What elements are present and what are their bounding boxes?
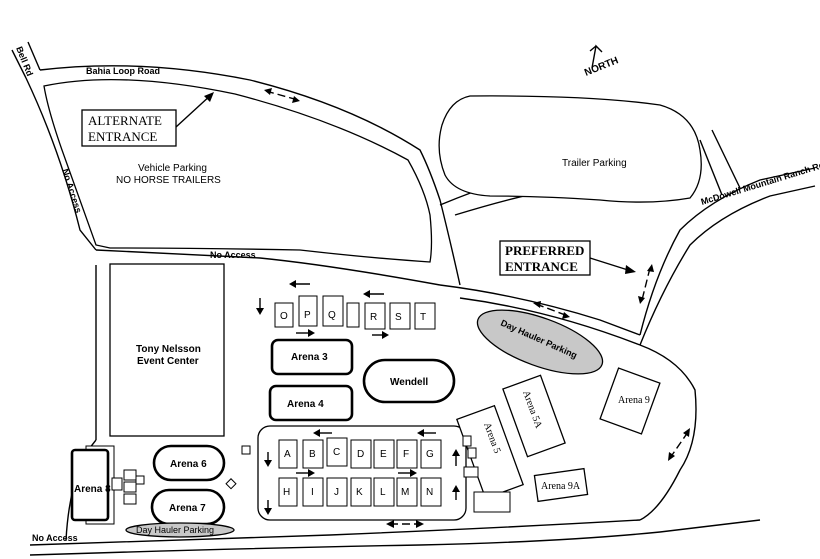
small-structure	[241, 445, 251, 455]
stall-m[interactable]	[396, 477, 418, 507]
alternate-entrance-callout: ALTERNATE ENTRANCE	[81, 92, 214, 147]
svg-text:N: N	[426, 487, 433, 498]
two-way-arrow	[638, 264, 654, 304]
svg-text:Arena 4: Arena 4	[287, 399, 324, 410]
event-center-subtitle: Event Center	[137, 356, 199, 367]
stall-j[interactable]	[326, 477, 348, 507]
no-access-bottom-label: No Access	[32, 533, 78, 543]
svg-text:B: B	[309, 449, 316, 460]
svg-text:Arena 9: Arena 9	[618, 395, 650, 406]
stall-n[interactable]	[420, 477, 442, 507]
preferred-entrance-callout: PREFERRED ENTRANCE	[499, 240, 636, 276]
north-compass: NORTH	[583, 44, 620, 79]
svg-text:M: M	[401, 487, 409, 498]
trailer-parking-label: Trailer Parking	[562, 158, 627, 169]
stall-p[interactable]	[298, 295, 318, 327]
stall-c[interactable]	[326, 437, 348, 467]
svg-text:O: O	[280, 311, 288, 322]
arena-9a[interactable]	[533, 467, 589, 503]
svg-text:A: A	[284, 449, 291, 460]
day-hauler-parking-small-label: Day Hauler Parking	[136, 525, 214, 535]
flow-arrows-bottom	[264, 429, 460, 515]
arena-8-annex	[111, 469, 145, 505]
arena-5[interactable]	[456, 404, 524, 500]
svg-text:D: D	[357, 449, 364, 460]
svg-text:Arena 3: Arena 3	[291, 352, 328, 363]
stall-q[interactable]	[322, 295, 344, 327]
storage-building	[473, 491, 511, 513]
svg-text:Arena 7: Arena 7	[169, 503, 206, 514]
svg-text:Arena 6: Arena 6	[170, 459, 207, 470]
svg-text:G: G	[426, 449, 434, 460]
wendell-label: Wendell	[390, 377, 428, 388]
svg-text:C: C	[333, 447, 340, 458]
flow-arrows-top	[256, 280, 389, 339]
two-way-arrow	[264, 88, 300, 103]
stall-e[interactable]	[373, 439, 395, 469]
svg-text:I: I	[311, 487, 314, 498]
arena-3[interactable]	[270, 338, 354, 376]
svg-text:P: P	[304, 310, 311, 321]
arena-6[interactable]	[152, 444, 226, 482]
svg-text:F: F	[403, 449, 409, 460]
stall-l[interactable]	[373, 477, 395, 507]
arena-4[interactable]	[268, 384, 354, 422]
event-center	[109, 263, 225, 437]
svg-text:R: R	[370, 312, 377, 323]
small-structure	[467, 447, 477, 459]
stall-d[interactable]	[350, 439, 372, 469]
svg-text:Q: Q	[328, 310, 336, 321]
svg-text:J: J	[334, 487, 339, 498]
stall-s[interactable]	[389, 302, 411, 330]
north-label: NORTH	[583, 55, 620, 79]
stall-k[interactable]	[350, 477, 372, 507]
vehicle-parking-lot	[43, 78, 433, 263]
small-structure	[225, 478, 237, 490]
stall-t[interactable]	[414, 302, 436, 330]
stall-g[interactable]	[420, 439, 442, 469]
day-hauler-parking-main	[476, 309, 604, 375]
svg-text:S: S	[395, 312, 402, 323]
no-access-mid-label: No Access	[210, 250, 256, 260]
two-way-arrow	[533, 301, 570, 319]
top-stall-row: O P Q R S T	[274, 295, 436, 330]
small-structure	[462, 435, 472, 447]
stall-row-h-n: H I J K L M N	[278, 477, 442, 507]
stall-o[interactable]	[274, 302, 294, 328]
road-network	[11, 41, 816, 556]
trailer-parking-lot	[438, 95, 702, 203]
svg-text:ENTRANCE: ENTRANCE	[88, 129, 157, 144]
arena-5a[interactable]	[502, 374, 566, 458]
svg-text:E: E	[380, 449, 387, 460]
svg-text:T: T	[420, 312, 426, 323]
small-structure	[463, 466, 479, 478]
stall-a[interactable]	[278, 439, 298, 469]
stall-i[interactable]	[302, 477, 324, 507]
svg-text:ALTERNATE: ALTERNATE	[88, 113, 162, 128]
stall-f[interactable]	[396, 439, 418, 469]
svg-text:K: K	[356, 487, 363, 498]
svg-text:PREFERRED: PREFERRED	[505, 243, 584, 258]
vehicle-parking-label: Vehicle Parking	[138, 163, 207, 174]
two-way-arrow	[386, 520, 424, 528]
day-hauler-parking-small	[125, 522, 235, 538]
stall-b[interactable]	[302, 439, 324, 469]
stall-h[interactable]	[278, 477, 298, 507]
event-center-name: Tony Nelsson	[136, 344, 201, 355]
no-horse-trailers-label: NO HORSE TRAILERS	[116, 175, 221, 186]
bahia-loop-label: Bahia Loop Road	[86, 66, 160, 76]
svg-text:H: H	[283, 487, 290, 498]
stall-row-a-g: A B C D E F G	[278, 437, 442, 469]
stall-unlabeled[interactable]	[346, 302, 360, 328]
arena-8[interactable]	[70, 448, 110, 522]
arena-9[interactable]	[599, 367, 661, 435]
svg-text:ENTRANCE: ENTRANCE	[505, 259, 578, 274]
two-way-arrow	[668, 428, 690, 461]
stall-r[interactable]	[364, 302, 386, 330]
wendell-building	[362, 358, 456, 404]
svg-text:Arena 8: Arena 8	[74, 484, 111, 495]
svg-text:Arena 9A: Arena 9A	[541, 481, 581, 492]
svg-text:L: L	[380, 487, 386, 498]
